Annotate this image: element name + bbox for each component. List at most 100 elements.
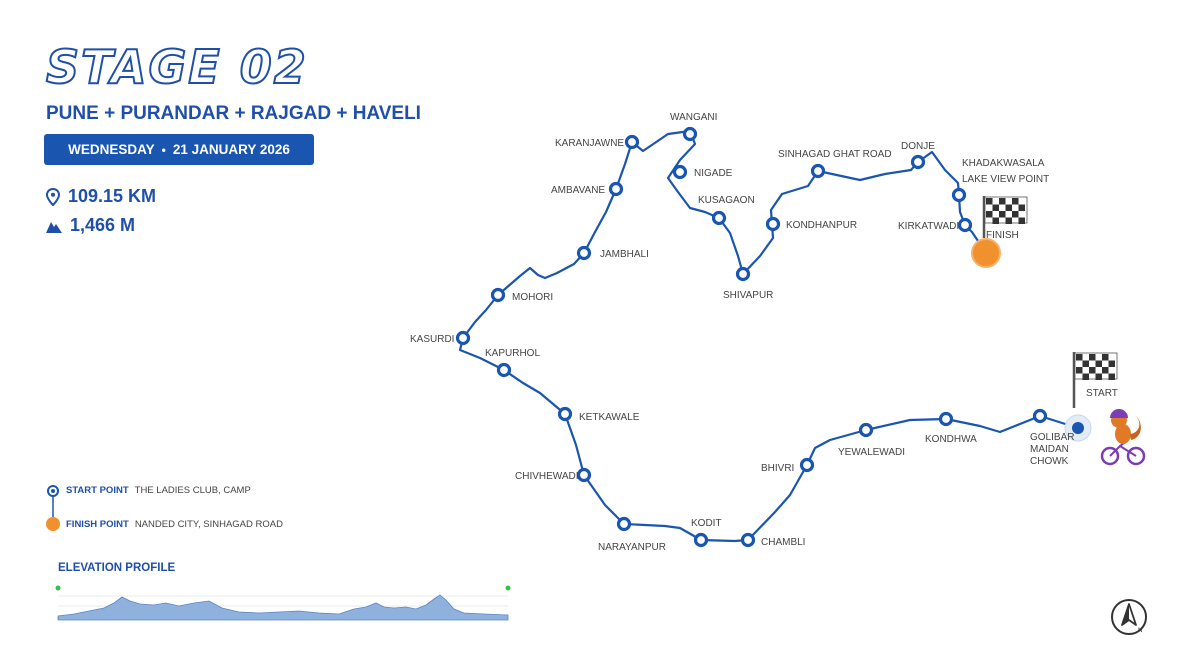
- waypoint-marker-wangani: [682, 126, 698, 142]
- waypoint-label-nigade: NIGADE: [694, 168, 733, 179]
- date-badge: WEDNESDAY • 21 JANUARY 2026: [44, 134, 314, 165]
- distance-value: 109.15 KM: [68, 186, 157, 206]
- waypoint-marker-bhivri: [799, 457, 815, 473]
- flag-check: [1089, 367, 1096, 374]
- waypoint-label-donje: DONJE: [901, 141, 935, 152]
- waypoint-label-golibar-2: MAIDAN: [1030, 444, 1069, 455]
- waypoint-label-chivhewadi: CHIVHEWADI: [515, 471, 579, 482]
- waypoint-marker-yewalewadi: [858, 422, 874, 438]
- elevation-area: [57, 594, 509, 621]
- waypoint-marker-jambhali: [576, 245, 592, 261]
- flag-check: [1005, 217, 1012, 224]
- legend-start-text: THE LADIES CLUB, CAMP: [134, 485, 251, 496]
- flag-check: [1012, 211, 1019, 218]
- start-label: START: [1086, 388, 1118, 399]
- waypoint-label-kondhanpur: KONDHANPUR: [786, 220, 857, 231]
- waypoint-label-kirkatwadi: KIRKATWADI: [898, 221, 959, 232]
- waypoint-marker-kondhwa: [938, 411, 954, 427]
- waypoint-marker-kondhanpur: [765, 216, 781, 232]
- flag-check: [992, 204, 999, 211]
- flag-check: [992, 217, 999, 224]
- flag-check: [1082, 373, 1089, 380]
- waypoint-label-wangani: WANGANI: [670, 112, 717, 123]
- waypoint-label-bhivri: BHIVRI: [761, 463, 794, 474]
- flag-check: [999, 198, 1006, 205]
- waypoint-label-narayanpur: NARAYANPUR: [598, 542, 666, 553]
- waypoint-label-ketkawale: KETKAWALE: [579, 412, 640, 423]
- flag-check: [1076, 367, 1083, 374]
- waypoint-label-kondhwa: KONDHWA: [925, 434, 977, 445]
- waypoint-marker-mohori: [490, 287, 506, 303]
- waypoint-marker-chivhewadi: [576, 467, 592, 483]
- waypoint-label-kusagaon: KUSAGAON: [698, 195, 755, 206]
- waypoint-marker-sinhagad-ghat: [810, 163, 826, 179]
- start-flag-checks: [1076, 354, 1115, 380]
- waypoint-marker-kodit: [693, 532, 709, 548]
- elevation-stat: 1,466 M: [46, 215, 135, 236]
- waypoint-marker-kirkatwadi: [957, 217, 973, 233]
- waypoint-label-yewalewadi: YEWALEWADI: [838, 447, 905, 458]
- waypoint-label-shivapur: SHIVAPUR: [723, 290, 773, 301]
- waypoint-marker-karanjawne: [624, 134, 640, 150]
- waypoint-marker-narayanpur: [616, 516, 632, 532]
- checkered-flag-icon: [1072, 352, 1118, 408]
- elevation-end-dot: [505, 585, 511, 591]
- map-legend: START POINT THE LADIES CLUB, CAMP FINISH…: [44, 482, 304, 534]
- waypoint-label-kasurdi: KASURDI: [410, 334, 454, 345]
- waypoint-marker-nigade: [672, 164, 688, 180]
- checkered-flag-icon: [982, 196, 1028, 238]
- flag-check: [1018, 217, 1025, 224]
- flag-check: [1102, 354, 1109, 361]
- waypoint-marker-ketkawale: [557, 406, 573, 422]
- finish-flag-checks: [986, 198, 1025, 224]
- elevation-profile-chart: [55, 585, 511, 621]
- flag-check: [1082, 360, 1089, 367]
- date-separator: •: [161, 142, 166, 157]
- date-label: 21 JANUARY 2026: [172, 142, 290, 157]
- flag-check: [1076, 354, 1083, 361]
- waypoint-label-jambhali: JAMBHALI: [600, 249, 649, 260]
- waypoint-marker-kapurhol: [496, 362, 512, 378]
- pin-icon: [46, 187, 60, 206]
- elevation-profile-title: ELEVATION PROFILE: [58, 562, 176, 574]
- waypoint-marker-ambavane: [608, 181, 624, 197]
- flag-check: [1108, 360, 1115, 367]
- flag-check: [1018, 204, 1025, 211]
- stage-region: PUNE + PURANDAR + RAJGAD + HAVELI: [46, 103, 421, 124]
- flag-check: [999, 211, 1006, 218]
- finish-marker: [971, 238, 1001, 268]
- svg-text:N: N: [1138, 628, 1142, 634]
- waypoint-label-kodit: KODIT: [691, 518, 722, 529]
- legend-markers: [46, 485, 60, 531]
- flag-check: [986, 211, 993, 218]
- distance-stat: 109.15 KM: [46, 186, 156, 207]
- waypoint-marker-shivapur: [735, 266, 751, 282]
- flag-check: [1108, 373, 1115, 380]
- mountain-icon: [46, 221, 62, 233]
- waypoint-marker-chambli: [740, 532, 756, 548]
- waypoint-label-karanjawne: KARANJAWNE: [555, 138, 624, 149]
- day-label: WEDNESDAY: [68, 142, 155, 157]
- waypoint-label-golibar-3: CHOWK: [1030, 456, 1069, 467]
- cyclist-mascot-icon: [1100, 409, 1146, 466]
- legend-finish-label: FINISH POINT: [66, 519, 129, 530]
- finish-point-icon: [46, 517, 60, 531]
- flag-check: [986, 198, 993, 205]
- waypoint-label-sinhagad-ghat: SINHAGAD GHAT ROAD: [778, 149, 892, 160]
- flag-check: [1012, 198, 1019, 205]
- waypoint-label-kapurhol: KAPURHOL: [485, 348, 540, 359]
- waypoint-marker-khadakwasala: [951, 187, 967, 203]
- waypoint-label-khadakwasala-1: KHADAKWASALA: [962, 158, 1045, 169]
- waypoint-marker-kasurdi: [455, 330, 471, 346]
- waypoint-label-ambavane: AMBAVANE: [551, 185, 605, 196]
- finish-label: FINISH: [986, 230, 1019, 241]
- waypoint-label-chambli: CHAMBLI: [761, 537, 805, 548]
- waypoint-markers: [455, 126, 1048, 548]
- waypoint-label-golibar-1: GOLIBAR: [1030, 432, 1074, 443]
- waypoint-marker-kusagaon: [711, 210, 727, 226]
- legend-finish-text: NANDED CITY, SINHAGAD ROAD: [134, 519, 283, 530]
- elevation-value: 1,466 M: [70, 215, 136, 235]
- elevation-start-dot: [55, 585, 61, 591]
- legend-start-label: START POINT: [66, 485, 129, 496]
